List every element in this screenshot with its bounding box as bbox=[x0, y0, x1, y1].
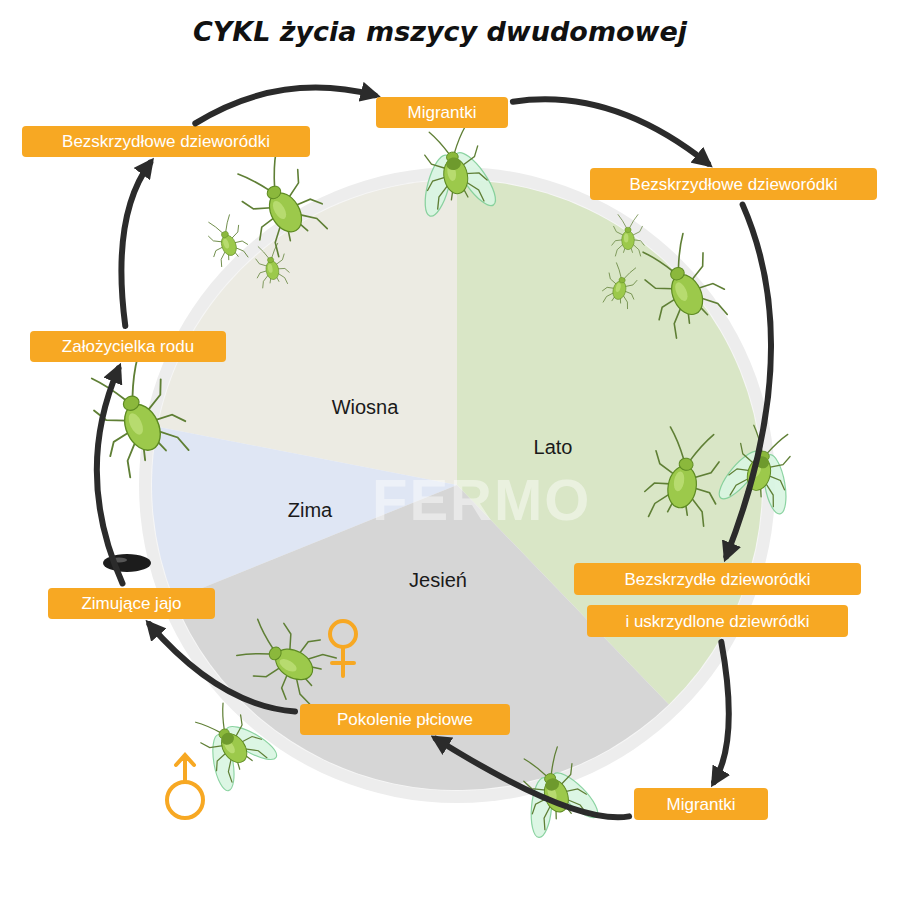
stage-label-text: i uskrzydlone dziewródki bbox=[625, 612, 809, 631]
stage-label-box: Bezskrzydłowe dzieworódki bbox=[590, 168, 877, 200]
aphid bbox=[202, 212, 252, 268]
season-label: Zima bbox=[288, 499, 332, 522]
outer-ring bbox=[139, 167, 775, 803]
stage-label-box: Bezskrzydłowe dzieworódki bbox=[22, 126, 310, 157]
cycle-arrow bbox=[97, 368, 123, 583]
stage-label-text: Pokolenie płciowe bbox=[337, 710, 473, 729]
stage-label-box: Zimujące jajo bbox=[48, 588, 215, 619]
stage-label-box: Pokolenie płciowe bbox=[300, 704, 510, 735]
stage-label-text: Migrantki bbox=[667, 795, 736, 814]
cycle-arrow bbox=[195, 88, 375, 124]
stage-label-box: Założycielka rodu bbox=[30, 331, 226, 362]
watermark: FERMO bbox=[372, 466, 591, 533]
cycle-arrow bbox=[513, 99, 708, 163]
sector-fill bbox=[174, 485, 669, 790]
stage-label-text: Migrantki bbox=[408, 103, 477, 122]
stage-label-text: Zimujące jajo bbox=[81, 594, 181, 613]
season-label: Lato bbox=[534, 436, 573, 459]
male-symbol bbox=[167, 755, 203, 818]
stage-label-box: Migrantki bbox=[634, 788, 768, 820]
stage-label-text: Bezskrzydłowe dzieworódki bbox=[62, 132, 270, 151]
stage-label-text: Bezskrzydłowe dzieworódki bbox=[630, 175, 838, 194]
stage-label-box: Migrantki bbox=[376, 97, 508, 128]
stage-label-text: Bezskrzydłe dzieworódki bbox=[624, 570, 810, 589]
stage-label-box: i uskrzydlone dziewródki bbox=[587, 605, 848, 637]
stage-label-text: Założycielka rodu bbox=[62, 337, 194, 356]
diagram-title: CYKL życia mszycy dwudomowej bbox=[90, 16, 790, 47]
season-label: Jesień bbox=[409, 569, 467, 592]
cycle-arrow bbox=[714, 642, 729, 782]
stage-label-box: Bezskrzydłe dzieworódki bbox=[574, 563, 861, 595]
season-label: Wiosna bbox=[332, 396, 399, 419]
cycle-arrow bbox=[121, 163, 150, 326]
